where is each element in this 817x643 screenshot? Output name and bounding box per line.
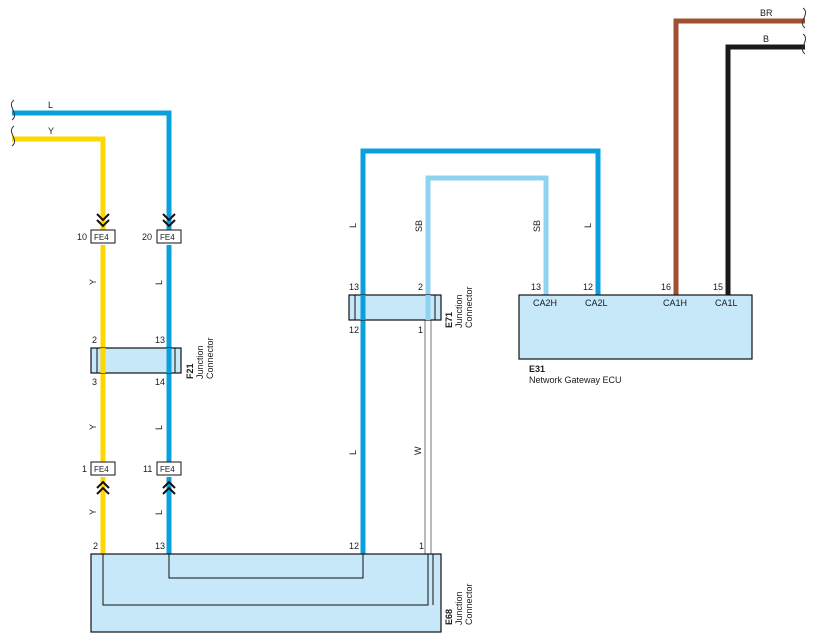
e31-pin-name-1: CA2H: [533, 298, 557, 308]
e31-ecu-box: [518, 294, 753, 360]
e71-desc-1: Junction: [454, 294, 464, 328]
f21-pin-bot-right: 14: [155, 377, 165, 387]
fe4-bot-right-connector: FE4: [156, 461, 182, 495]
f21-desc-1: Junction: [195, 345, 205, 379]
e31-pin-num-1: 13: [531, 282, 541, 292]
e71-pin-bot-left: 12: [349, 325, 359, 335]
wire-label-br: BR: [760, 8, 773, 18]
wire-b: [725, 44, 805, 295]
svg-text:FE4: FE4: [160, 233, 175, 242]
e68-id: E68: [444, 609, 454, 625]
wire-label-sb-e31: SB: [532, 220, 542, 232]
wire-sb-e71-to-e31: [425, 175, 549, 295]
wire-label-l-left: L: [48, 100, 53, 110]
fe4-bot-left-connector: FE4: [90, 461, 116, 495]
wire-y-left: [12, 136, 106, 232]
wire-l-left: [12, 110, 172, 232]
fe4-bot-left-pin: 1: [82, 464, 87, 474]
chevron-down-icon: [162, 213, 176, 228]
wire-br: [673, 18, 805, 295]
e68-pin-4: 1: [419, 541, 424, 551]
e68-pin-3: 12: [349, 541, 359, 551]
wire-label-y-left: Y: [48, 126, 54, 136]
wire-l-e71-to-e31: [360, 148, 601, 295]
wire-label-l-e31: L: [583, 223, 593, 228]
e68-pin-2: 13: [155, 541, 165, 551]
fe4-top-left-connector: FE4: [90, 213, 116, 244]
e31-pin-num-3: 16: [661, 282, 671, 292]
break-mark-right: [801, 7, 807, 55]
e31-pin-name-3: CA1H: [663, 298, 687, 308]
e68-junction-connector: [90, 553, 442, 633]
e68-pin-1: 2: [93, 541, 98, 551]
wire-label-l-3: L: [154, 510, 164, 515]
e71-pin-top-left: 13: [349, 282, 359, 292]
wire-w-e71-down: [424, 319, 432, 555]
e68-desc-1: Junction: [454, 591, 464, 625]
e31-pin-num-4: 15: [713, 282, 723, 292]
wire-label-b: B: [763, 34, 769, 44]
svg-text:FE4: FE4: [94, 233, 109, 242]
f21-pin-top-left: 2: [92, 335, 97, 345]
fe4-top-right-pin: 20: [142, 232, 152, 242]
f21-junction-connector: [90, 347, 182, 374]
f21-desc-2: Connector: [205, 337, 215, 379]
e31-desc: Network Gateway ECU: [529, 375, 622, 385]
e71-id: E71: [444, 312, 454, 328]
wire-label-l-2: L: [154, 425, 164, 430]
wire-label-l-1: L: [154, 280, 164, 285]
wire-label-y-3: Y: [88, 509, 98, 515]
chevron-down-icon: [96, 213, 110, 228]
svg-text:FE4: FE4: [160, 465, 175, 474]
fe4-top-left-pin: 10: [77, 232, 87, 242]
f21-pin-bot-left: 3: [92, 377, 97, 387]
e68-desc-2: Connector: [464, 583, 474, 625]
wire-label-w-e71-down: W: [413, 446, 423, 455]
chevron-up-icon: [96, 480, 110, 495]
fe4-top-right-connector: FE4: [156, 213, 182, 244]
e71-desc-2: Connector: [464, 286, 474, 328]
f21-pin-top-right: 13: [155, 335, 165, 345]
e31-pin-name-4: CA1L: [715, 298, 738, 308]
wire-label-l-e71-up: L: [348, 223, 358, 228]
wire-label-y-1: Y: [88, 279, 98, 285]
break-mark-left: [10, 99, 16, 147]
wire-label-y-2: Y: [88, 424, 98, 430]
e31-pin-name-2: CA2L: [585, 298, 608, 308]
chevron-up-icon: [162, 480, 176, 495]
f21-id: F21: [185, 363, 195, 379]
e71-junction-connector: [348, 294, 442, 321]
svg-text:FE4: FE4: [94, 465, 109, 474]
e71-pin-top-right: 2: [418, 282, 423, 292]
wire-label-l-e71-down: L: [348, 450, 358, 455]
fe4-bot-right-pin: 11: [143, 464, 152, 474]
e31-id: E31: [529, 364, 545, 374]
e71-pin-bot-right: 1: [418, 325, 423, 335]
wire-label-sb-e71-up: SB: [414, 220, 424, 232]
e31-pin-num-2: 12: [583, 282, 593, 292]
